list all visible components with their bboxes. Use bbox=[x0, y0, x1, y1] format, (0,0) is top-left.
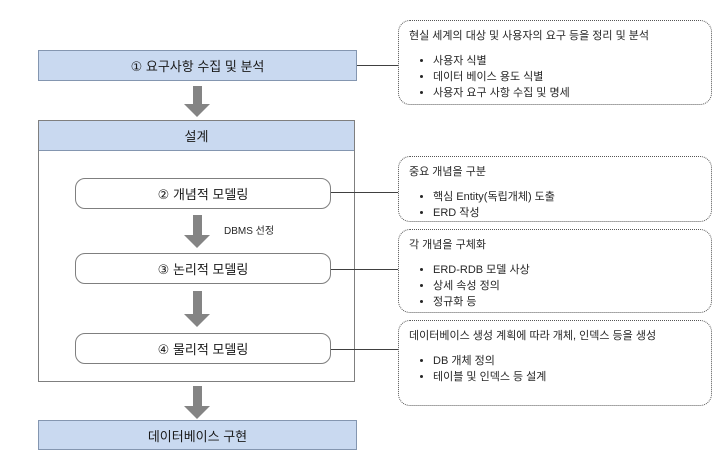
connector-line-step2 bbox=[331, 192, 398, 193]
arrow-down-icon bbox=[184, 386, 210, 419]
arrow-head bbox=[184, 235, 210, 248]
arrow-head bbox=[184, 104, 210, 117]
dbms-selection-label: DBMS 선정 bbox=[224, 226, 275, 237]
flow-step-physical-modeling: ④ 물리적 모델링 bbox=[75, 333, 331, 364]
note-requirements-title: 현실 세계의 대상 및 사용자의 요구 등을 정리 및 분석 bbox=[409, 30, 650, 42]
note-conceptual-title: 중요 개념을 구분 bbox=[409, 166, 486, 178]
note-conceptual: 중요 개념을 구분 핵심 Entity(독립개체) 도출 ERD 작성 bbox=[398, 156, 712, 222]
flow-step-db-implementation: 데이터베이스 구현 bbox=[38, 420, 357, 450]
note-physical-list: DB 개체 정의 테이블 및 인덱스 등 설계 bbox=[409, 353, 701, 385]
arrow-shaft bbox=[192, 291, 202, 314]
arrow-down-icon bbox=[184, 86, 210, 117]
note-logical-list: ERD-RDB 모델 사상 상세 속성 정의 정규화 등 bbox=[409, 262, 701, 310]
connector-line-step1 bbox=[357, 65, 398, 66]
flow-step-logical-modeling: ③ 논리적 모델링 bbox=[75, 253, 331, 284]
arrow-down-icon bbox=[184, 291, 210, 327]
note-logical: 각 개념을 구체화 ERD-RDB 모델 사상 상세 속성 정의 정규화 등 bbox=[398, 229, 712, 313]
connector-line-step4 bbox=[331, 349, 398, 350]
arrow-head bbox=[184, 314, 210, 327]
flow-step-conceptual-modeling-label: ② 개념적 모델링 bbox=[157, 187, 249, 202]
note-requirements: 현실 세계의 대상 및 사용자의 요구 등을 정리 및 분석 사용자 식별 데이… bbox=[398, 20, 712, 105]
design-phase-header: 설계 bbox=[39, 121, 354, 151]
list-item: ERD 작성 bbox=[433, 205, 701, 221]
list-item: DB 개체 정의 bbox=[433, 353, 701, 369]
list-item: 사용자 식별 bbox=[433, 53, 701, 69]
flow-step-db-implementation-label: 데이터베이스 구현 bbox=[147, 428, 248, 444]
note-conceptual-list: 핵심 Entity(독립개체) 도출 ERD 작성 bbox=[409, 189, 701, 221]
note-logical-title: 각 개념을 구체화 bbox=[409, 239, 486, 251]
arrow-shaft bbox=[192, 215, 202, 235]
list-item: ERD-RDB 모델 사상 bbox=[433, 262, 701, 278]
note-physical-title: 데이터베이스 생성 계획에 따라 개체, 인덱스 등을 생성 bbox=[409, 330, 657, 342]
connector-line-step3 bbox=[331, 269, 398, 270]
flow-step-logical-modeling-label: ③ 논리적 모델링 bbox=[157, 262, 249, 277]
note-physical: 데이터베이스 생성 계획에 따라 개체, 인덱스 등을 생성 DB 개체 정의 … bbox=[398, 320, 712, 406]
arrow-shaft bbox=[192, 386, 202, 406]
flow-step-physical-modeling-label: ④ 물리적 모델링 bbox=[157, 342, 249, 357]
flow-step-requirements-label: ① 요구사항 수집 및 분석 bbox=[130, 59, 265, 74]
list-item: 핵심 Entity(독립개체) 도출 bbox=[433, 189, 701, 205]
list-item: 데이터 베이스 용도 식별 bbox=[433, 69, 701, 85]
list-item: 테이블 및 인덱스 등 설계 bbox=[433, 369, 701, 385]
flow-step-conceptual-modeling: ② 개념적 모델링 bbox=[75, 178, 331, 209]
flow-step-requirements: ① 요구사항 수집 및 분석 bbox=[38, 50, 357, 81]
list-item: 정규화 등 bbox=[433, 294, 701, 310]
list-item: 사용자 요구 사항 수집 및 명세 bbox=[433, 85, 701, 101]
arrow-head bbox=[184, 406, 210, 419]
arrow-shaft bbox=[192, 86, 202, 104]
list-item: 상세 속성 정의 bbox=[433, 278, 701, 294]
arrow-down-icon bbox=[184, 215, 210, 248]
note-requirements-list: 사용자 식별 데이터 베이스 용도 식별 사용자 요구 사항 수집 및 명세 bbox=[409, 53, 701, 101]
design-phase-header-label: 설계 bbox=[184, 129, 209, 144]
